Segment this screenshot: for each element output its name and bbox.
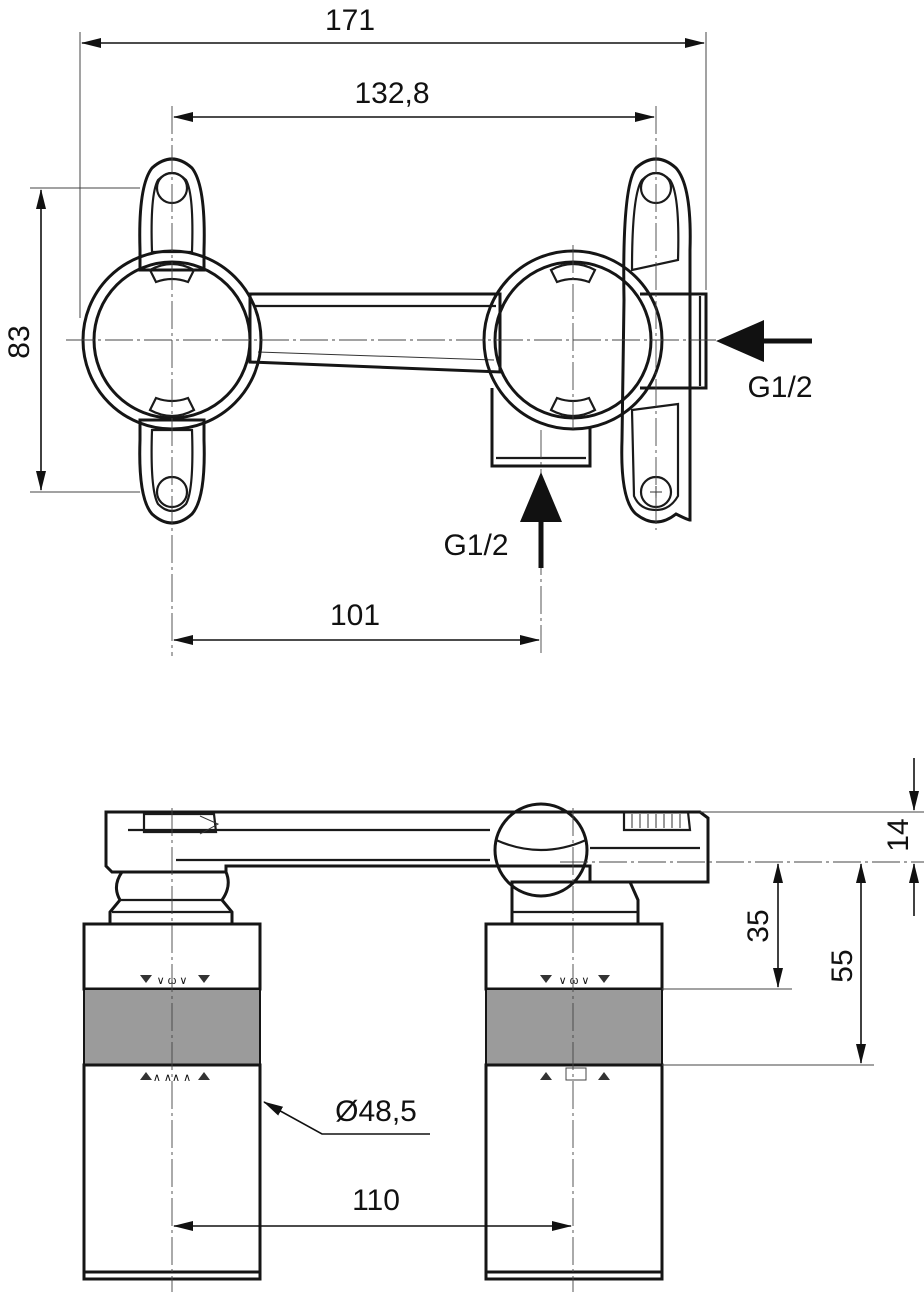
side-inlet-block — [640, 292, 708, 390]
right-valve-body: ∨ ω ∨ — [484, 922, 664, 1281]
top-bar — [104, 810, 710, 884]
label-bottom-inlet: G1/2 — [443, 529, 508, 562]
side-view: ∨ ω ∨ ∧ ∧∧ ∧ ∨ ω ∨ 14 35 5 — [82, 758, 924, 1292]
label-side-inlet: G1/2 — [747, 371, 812, 404]
dim-body-diameter: Ø48,5 — [335, 1095, 417, 1128]
dim-body-spacing: 110 — [352, 1184, 400, 1217]
dim-overall-width: 171 — [325, 4, 375, 37]
left-body-mark-bottom: ∧ ∧∧ ∧ — [153, 1072, 191, 1084]
right-connector-ball — [493, 802, 589, 898]
dim-band-top: 35 — [742, 909, 775, 942]
right-neck — [510, 880, 640, 928]
right-body-mark-top: ∨ ω ∨ — [559, 975, 590, 987]
connecting-pipe — [248, 292, 502, 374]
dim-band-bottom: 55 — [826, 949, 859, 982]
top-view: 171 132,8 83 101 G1/2 G1/2 — [3, 4, 813, 656]
bottom-inlet-arrow — [520, 472, 562, 568]
side-inlet-arrow — [716, 320, 812, 362]
left-neck — [108, 870, 234, 928]
dim-bracket-height: 83 — [3, 325, 36, 358]
dim-bar-height: 14 — [882, 818, 915, 851]
dim-inlet-offset: 101 — [330, 599, 380, 632]
dim-mount-spacing: 132,8 — [354, 77, 429, 110]
leader-body-diameter — [263, 1101, 430, 1135]
